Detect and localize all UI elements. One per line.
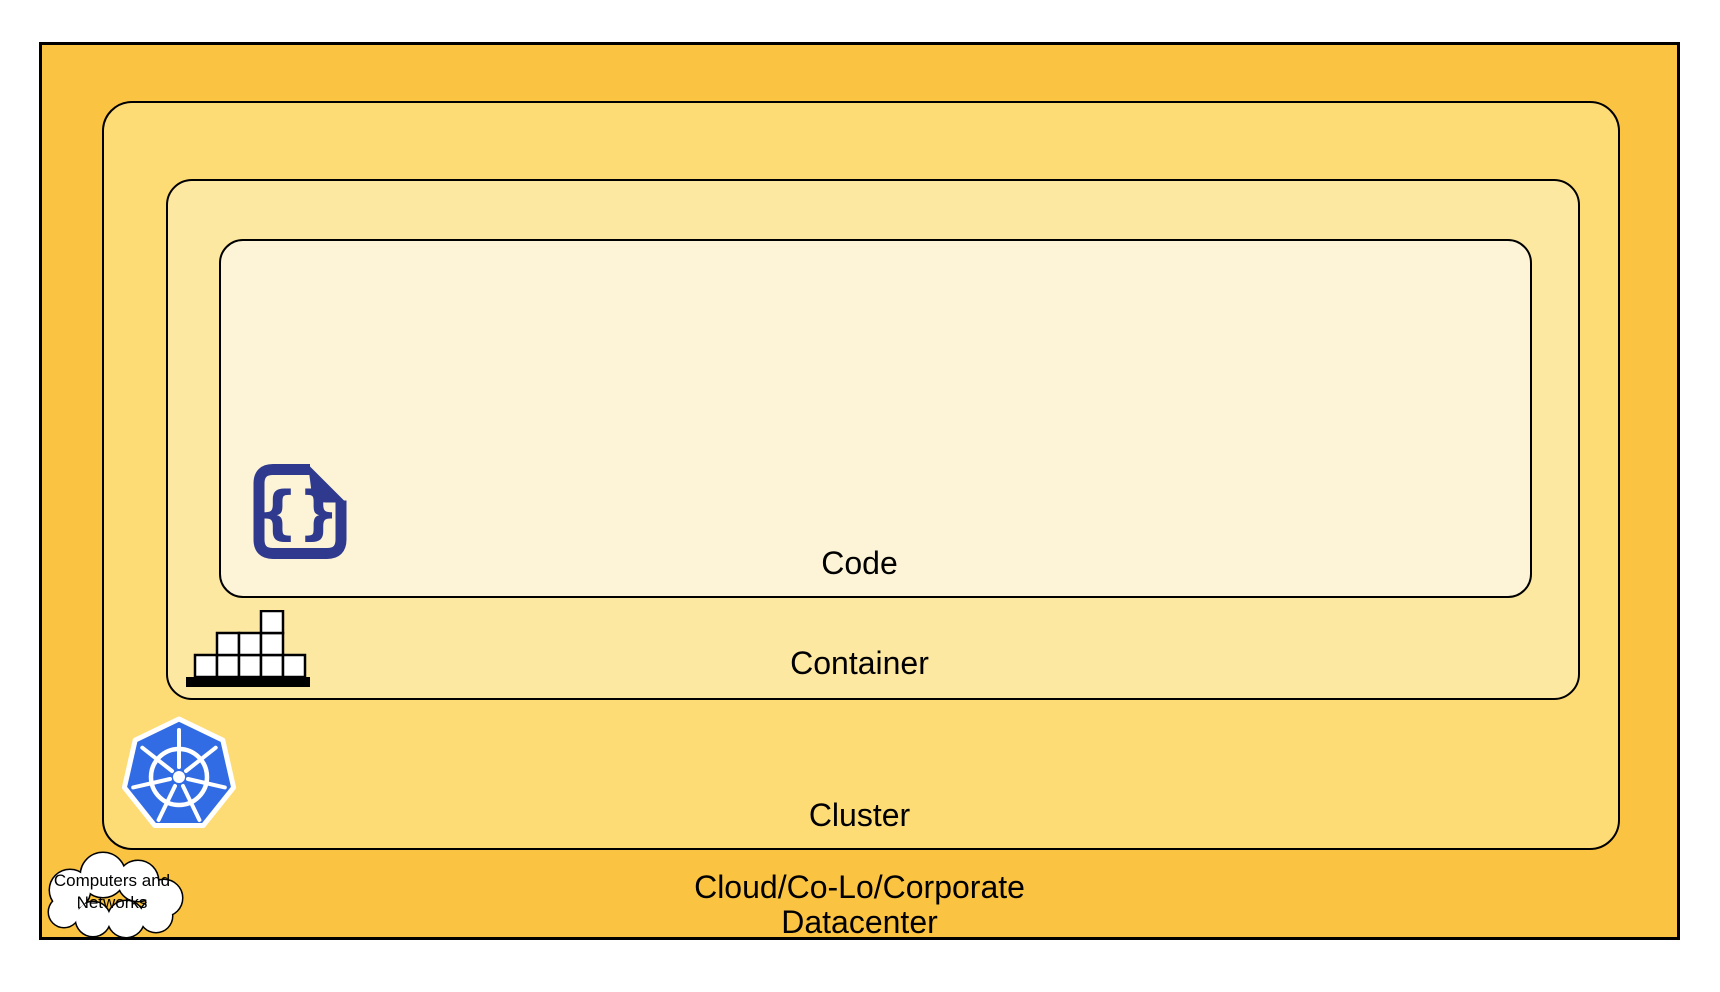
layer-code	[219, 239, 1532, 598]
container-blocks-icon	[186, 610, 310, 688]
datacenter-label: Cloud/Co-Lo/Corporate Datacenter	[39, 870, 1680, 940]
folded-corner	[308, 464, 346, 503]
cluster-label: Cluster	[808, 797, 911, 833]
code-label: Code	[821, 545, 898, 581]
bubble-text-line1: Computers and	[54, 871, 170, 890]
container-label: Container	[790, 645, 929, 681]
cloud-bubble-icon: Computers and Networks	[40, 850, 186, 943]
code-file-icon: {}	[238, 454, 362, 579]
datacenter-label-line1: Cloud/Co-Lo/Corporate	[694, 869, 1025, 905]
bubble-text-line2: Networks	[77, 893, 148, 912]
datacenter-label-line2: Datacenter	[781, 904, 938, 940]
kubernetes-helm-icon	[118, 715, 240, 837]
braces-glyph: {}	[257, 479, 340, 547]
